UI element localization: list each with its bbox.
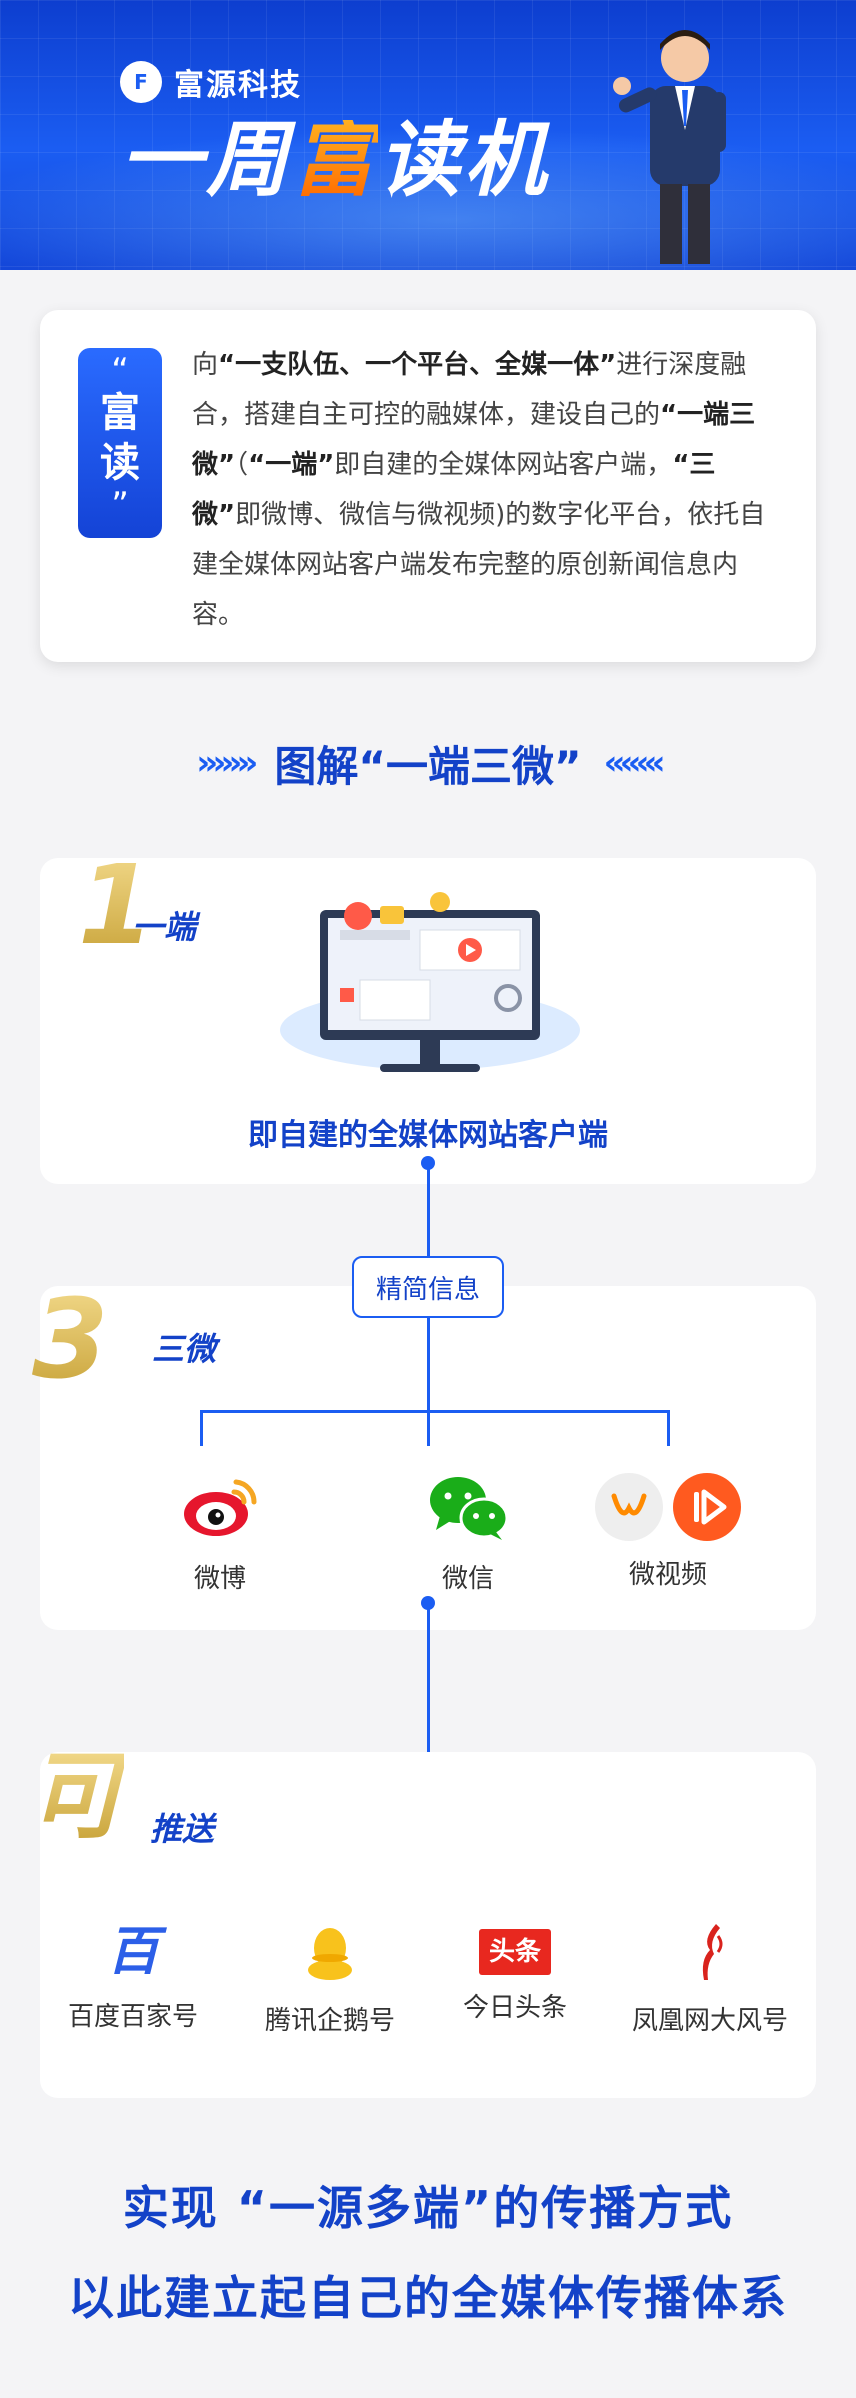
weishi-icons: [588, 1472, 748, 1542]
card3-label: 推送: [150, 1810, 215, 1848]
weishi-label: 微视频: [628, 1560, 707, 1590]
intro-seg4: 即自建的全媒体网站客户端，: [334, 450, 673, 480]
arrows-left-icon: ‹‹‹‹‹‹‹: [603, 743, 666, 783]
header-banner: F 富源科技 一周 富 读机: [0, 0, 856, 270]
weishi-item[interactable]: 微视频: [588, 1472, 748, 1591]
brand: F 富源科技: [120, 60, 302, 104]
tree-branch-right: [667, 1410, 670, 1446]
monitor-illustration-icon: [280, 892, 580, 1072]
intro-seg1: 向: [192, 350, 219, 380]
qiehao-item[interactable]: 腾讯企鹅号: [250, 1920, 410, 2037]
title-accent: 富: [292, 113, 378, 208]
intro-seg3: （: [235, 450, 249, 480]
connector-line-1: [427, 1163, 430, 1256]
brand-logo-icon: F: [120, 61, 162, 103]
video-play-icon: [673, 1473, 741, 1541]
arrows-right-icon: ›››››››: [196, 743, 258, 783]
card1-label: 一端: [132, 908, 197, 946]
wechat-label: 微信: [441, 1564, 494, 1594]
intro-seg2: 进行深度融合，搭建自主可控的融媒体，建设自己的: [192, 350, 747, 430]
wechat-icon: [430, 1477, 509, 1540]
card-push: 可 推送 百 百度百家号 腾讯企鹅号 头条 今日头条 凤凰网大风号: [28, 1748, 816, 2098]
intro-seg5: 即微博、微信与微视频)的数字化平台，依托自建全媒体网站客户端发布完整的原创新闻信…: [192, 500, 766, 630]
tree-horizontal-line: [200, 1410, 670, 1413]
badge-word-2: 读: [100, 440, 140, 486]
connector-pill: 精简信息: [352, 1256, 504, 1318]
footer-line-2: 以此建立起自己的全媒体传播体系: [68, 2271, 788, 2325]
connector-line-2: [427, 1318, 430, 1412]
badge-quote-close: ”: [111, 485, 129, 525]
weibo-label: 微博: [193, 1564, 246, 1594]
card1-caption: 即自建的全媒体网站客户端: [248, 1118, 608, 1153]
toutiao-item[interactable]: 头条 今日头条: [440, 1920, 590, 2024]
baijiahao-item[interactable]: 百 百度百家号: [62, 1920, 204, 2033]
weibo-item[interactable]: 微博: [160, 1472, 280, 1595]
card1-number: 1: [78, 841, 155, 969]
tree-branch-left: [200, 1410, 203, 1446]
section-title-text: 图解“一端三微”: [274, 741, 582, 791]
connector-line-3: [427, 1603, 430, 1785]
footer-line-1: 实现 “一源多端”的传播方式: [122, 2181, 734, 2235]
penguin-icon: [308, 1928, 352, 1980]
card2-label: 三微: [152, 1330, 217, 1368]
intro-card: “ 富 读 ” 向“一支队伍、一个平台、全媒一体”进行深度融合，搭建自主可控的融…: [40, 310, 816, 662]
wechat-item[interactable]: 微信: [408, 1472, 528, 1595]
baijiahao-label: 百度百家号: [67, 2002, 198, 2032]
title-part2: 读机: [378, 113, 550, 208]
intro-bold4: “三微”: [192, 450, 716, 530]
badge-quote-open: “: [111, 351, 129, 391]
dafenghao-label: 凤凰网大风号: [631, 2006, 788, 2036]
weibo-icon: [184, 1479, 257, 1536]
intro-bold2: “一端三微”: [192, 400, 756, 480]
badge-word-1: 富: [100, 390, 140, 436]
card3-number: 可: [28, 1740, 124, 1852]
baijiahao-icon: 百: [106, 1922, 159, 1982]
tree-branch-center: [427, 1410, 430, 1446]
intro-badge: “ 富 读 ”: [78, 348, 162, 538]
weishi-icon: [595, 1473, 663, 1541]
toutiao-icon: 头条: [479, 1929, 551, 1975]
title-part1: 一周: [120, 113, 292, 208]
intro-bold1: “一支队伍、一个平台、全媒一体”: [218, 350, 617, 380]
card2-number: 3: [32, 1275, 109, 1403]
section-title: ››››››› 图解“一端三微” ‹‹‹‹‹‹‹: [0, 728, 856, 798]
qiehao-label: 腾讯企鹅号: [264, 2006, 395, 2036]
dafenghao-item[interactable]: 凤凰网大风号: [612, 1920, 808, 2037]
presenter-illustration: [613, 30, 726, 264]
intro-bold3: “一端”: [248, 450, 335, 480]
brand-name: 富源科技: [174, 68, 302, 103]
phoenix-icon: [702, 1924, 723, 1980]
card-yiduan: 1 一端 即自建的全媒体网站客户端: [40, 850, 816, 1184]
intro-paragraph: 向“一支队伍、一个平台、全媒一体”进行深度融合，搭建自主可控的融媒体，建设自己的…: [192, 340, 782, 640]
page-title: 一周 富 读机: [120, 120, 550, 202]
toutiao-label: 今日头条: [462, 1993, 567, 2023]
